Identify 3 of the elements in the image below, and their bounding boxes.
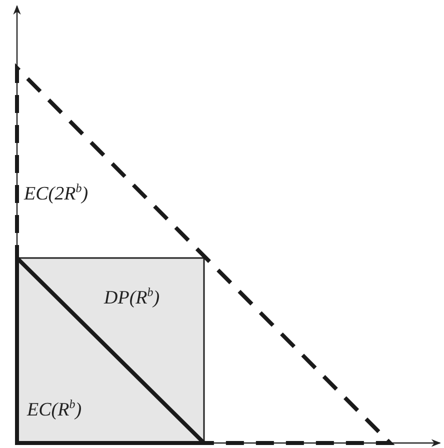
region-label: DP(R$^{b}$) [104, 286, 160, 308]
region-label: EC(2R$^{b}$) [24, 182, 88, 204]
region-label: EC(R$^{b}$) [27, 398, 82, 420]
